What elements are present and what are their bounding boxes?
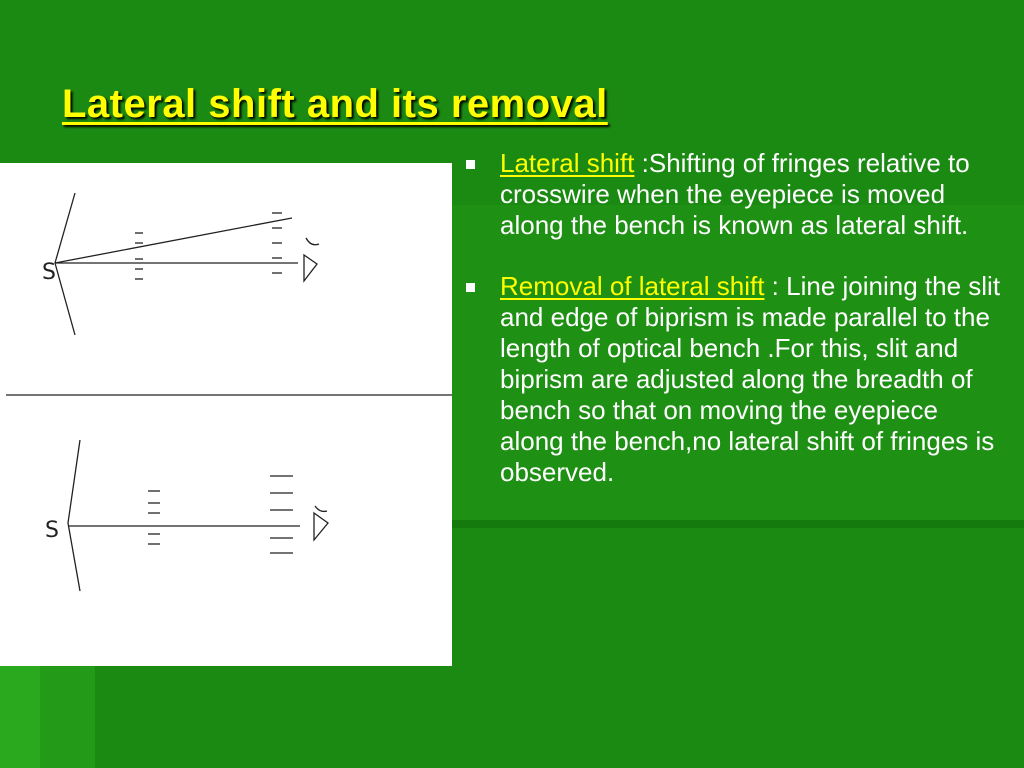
bullet-term: Lateral shift	[500, 148, 635, 178]
slit-label-bottom: S	[45, 518, 59, 543]
biprism-bottom	[67, 439, 81, 592]
slit-biprism-line-top	[54, 217, 293, 264]
slide-title: Lateral shift and its removal	[62, 82, 608, 126]
biprism-top	[54, 192, 76, 336]
fringes-near-bottom	[148, 490, 160, 545]
slit-label-top: S	[42, 260, 56, 285]
bullet-term: Removal of lateral shift	[500, 271, 765, 301]
optical-bench-diagram: S S	[0, 163, 452, 666]
fringes-near-top	[135, 232, 143, 280]
eye-icon	[303, 237, 320, 283]
background-stripe	[40, 660, 95, 768]
square-bullet-icon	[466, 283, 475, 292]
fringes-far-bottom	[270, 475, 293, 554]
square-bullet-icon	[466, 160, 475, 169]
bullet-list: Lateral shift :Shifting of fringes relat…	[466, 148, 1001, 518]
bullet-text: : Line joining the slit and edge of bipr…	[500, 271, 1001, 487]
diagram-svg: S S	[6, 192, 452, 592]
eye-icon	[313, 505, 329, 542]
bullet-item-lateral-shift: Lateral shift :Shifting of fringes relat…	[466, 148, 1001, 241]
fringes-far-top	[272, 212, 282, 274]
bullet-item-removal: Removal of lateral shift : Line joining …	[466, 271, 1001, 488]
bullet-text: :Shifting of fringes relative to crosswi…	[500, 148, 970, 240]
background-stripe	[452, 520, 1024, 528]
background-stripe	[0, 660, 40, 768]
